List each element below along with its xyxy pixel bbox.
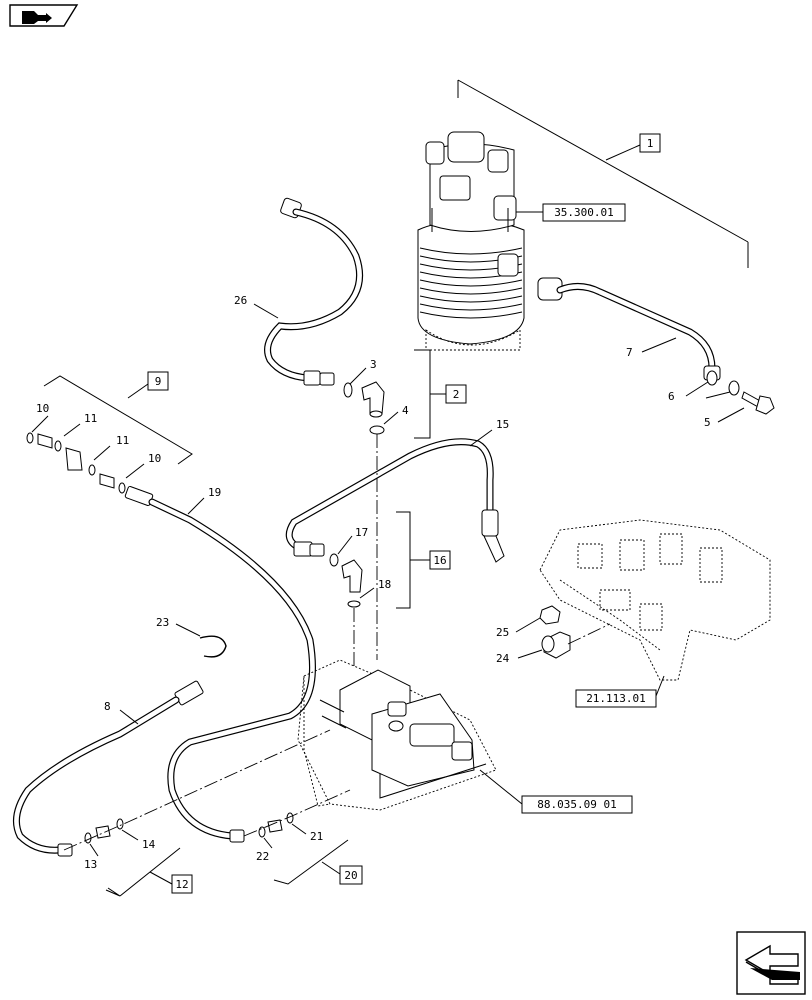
hose-19: [124, 485, 316, 843]
clip-23: [199, 635, 227, 658]
svg-text:88.035.09 01: 88.035.09 01: [537, 798, 616, 811]
callout-1[interactable]: 1: [639, 133, 661, 153]
o-ring-17: [329, 553, 339, 567]
cap-25: [539, 605, 561, 625]
hose-26: [264, 197, 364, 386]
engine-block: [539, 519, 771, 681]
o-ring-14: [116, 818, 124, 830]
callout-8[interactable]: 8: [104, 700, 111, 713]
callout-18[interactable]: 18: [378, 578, 391, 591]
washer-6a: [706, 370, 718, 386]
svg-text:16: 16: [433, 554, 446, 567]
callout-5[interactable]: 5: [704, 416, 711, 429]
svg-text:21.113.01: 21.113.01: [586, 692, 646, 705]
callout-12[interactable]: 12: [171, 874, 193, 894]
adapter-13-14: [95, 825, 111, 839]
reference-35-300-01[interactable]: 35.300.01: [542, 203, 626, 222]
o-ring-22: [258, 826, 266, 838]
book-arrow-icon[interactable]: [9, 4, 79, 27]
callout-25[interactable]: 25: [496, 626, 509, 639]
bracket-16: [396, 511, 411, 609]
adapter-fitting-right: [99, 473, 115, 489]
svg-text:35.300.01: 35.300.01: [554, 206, 614, 219]
callout-24[interactable]: 24: [496, 652, 510, 665]
callout-11b[interactable]: 11: [116, 434, 129, 447]
bracket-9: [43, 375, 193, 465]
elbow-fitting-16: [341, 559, 363, 593]
bracket-2: [414, 349, 431, 439]
o-ring-10a: [26, 432, 34, 444]
bracket-1: [457, 79, 749, 268]
o-ring-3: [343, 382, 353, 398]
o-ring-4: [369, 425, 385, 435]
hose-8: [12, 680, 204, 857]
elbow-fitting-24: [541, 631, 571, 659]
washer-6b: [728, 380, 740, 396]
washer-11b: [88, 464, 96, 476]
callout-26[interactable]: 26: [234, 294, 247, 307]
bolt-5: [741, 391, 775, 415]
callout-22[interactable]: 22: [256, 850, 269, 863]
o-ring-13: [84, 832, 92, 844]
reference-88-035-09-01[interactable]: 88.035.09 01: [521, 795, 633, 814]
callout-10a[interactable]: 10: [36, 402, 49, 415]
callout-9[interactable]: 9: [147, 371, 169, 391]
svg-text:9: 9: [155, 375, 162, 388]
callout-11a[interactable]: 11: [84, 412, 97, 425]
callout-15[interactable]: 15: [496, 418, 509, 431]
callout-13[interactable]: 13: [84, 858, 97, 871]
callout-2[interactable]: 2: [445, 384, 467, 404]
callout-21[interactable]: 21: [310, 830, 323, 843]
callout-23[interactable]: 23: [156, 616, 169, 629]
o-ring-10b: [118, 482, 126, 494]
callout-7[interactable]: 7: [626, 346, 633, 359]
svg-text:2: 2: [453, 388, 460, 401]
svg-text:20: 20: [344, 869, 357, 882]
callout-17[interactable]: 17: [355, 526, 368, 539]
bracket-12: [105, 847, 181, 897]
o-ring-18: [347, 600, 361, 608]
centerlines: [63, 434, 611, 851]
reference-21-113-01[interactable]: 21.113.01: [575, 689, 657, 708]
filter-housing: [417, 131, 525, 351]
svg-text:1: 1: [647, 137, 654, 150]
callout-10b[interactable]: 10: [148, 452, 161, 465]
hose-15: [285, 438, 505, 563]
bracket-20: [273, 839, 349, 885]
next-page-arrow-icon[interactable]: [736, 931, 806, 995]
valve-block-assembly: [297, 659, 497, 811]
callout-4[interactable]: 4: [402, 404, 409, 417]
callout-16[interactable]: 16: [429, 550, 451, 570]
adapter-fitting-left: [37, 433, 53, 449]
adapter-21-22: [267, 819, 283, 833]
callout-19[interactable]: 19: [208, 486, 221, 499]
callout-6[interactable]: 6: [668, 390, 675, 403]
callout-14[interactable]: 14: [142, 838, 156, 851]
svg-text:12: 12: [175, 878, 188, 891]
tee-fitting: [65, 447, 83, 471]
washer-11a: [54, 440, 62, 452]
callout-20[interactable]: 20: [339, 865, 363, 885]
elbow-fitting-2: [361, 381, 385, 418]
callout-3[interactable]: 3: [370, 358, 377, 371]
hose-7: [537, 277, 721, 381]
